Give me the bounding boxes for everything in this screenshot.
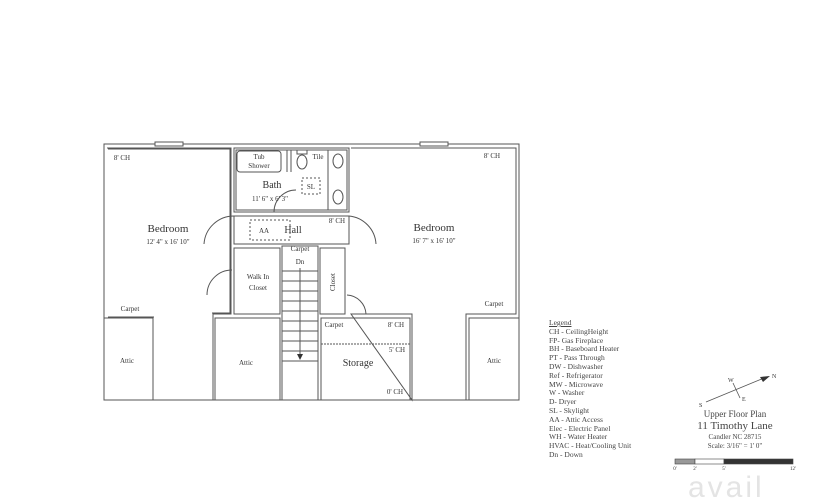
scale-tick: 0'	[673, 467, 677, 472]
scale-tick: 5'	[722, 467, 726, 472]
title-block: Upper Floor Plan 11 Timothy Lane Candler…	[665, 409, 805, 451]
sink	[332, 189, 344, 205]
door-swing	[206, 269, 233, 296]
legend-item: W - Washer	[549, 388, 585, 398]
legend: Legend CH - CeilingHeight FP- Gas Firepl…	[549, 318, 632, 460]
compass-arrow-icon	[760, 376, 770, 382]
compass-e: E	[742, 397, 746, 403]
stairs-down-label: Dn	[296, 258, 305, 266]
compass-w: W	[728, 378, 734, 384]
attic-right-wall	[468, 317, 520, 401]
legend-item: MW - Microwave	[549, 379, 604, 389]
door-swing	[348, 215, 377, 245]
closet-wall	[319, 247, 346, 315]
hall-floor: Carpet	[291, 245, 310, 253]
bedroom-left-ceiling: 8' CH	[114, 154, 130, 162]
legend-item: SL - Skylight	[549, 405, 590, 415]
toilet	[296, 154, 308, 170]
storage-ceiling-mid: 5' CH	[389, 346, 405, 354]
bedroom-right-size: 16' 7" x 16' 10"	[412, 237, 455, 245]
stairs	[281, 245, 319, 401]
compass-s: S	[699, 403, 702, 409]
compass-n: N	[772, 374, 777, 380]
legend-title: Legend	[549, 318, 572, 327]
hall-label: Hall	[284, 225, 301, 236]
stair-arrow-head	[297, 354, 303, 360]
attic-left-wall	[103, 317, 154, 401]
closet-label: Closet	[329, 273, 337, 291]
bath-size: 11' 6" x 6' 3"	[252, 195, 288, 203]
legend-item: HVAC - Heat/Cooling Unit	[549, 441, 632, 451]
tub-label-2: Shower	[248, 162, 270, 170]
door-swing	[203, 215, 235, 245]
toilet-tank	[296, 149, 308, 155]
attic-access-label: AA	[259, 227, 269, 235]
scale-label: Scale: 3/16" = 1' 0"	[707, 442, 763, 450]
hall-ceiling: 8' CH	[329, 217, 345, 225]
legend-item: WH - Water Heater	[549, 432, 608, 442]
window	[419, 141, 449, 147]
legend-item: Elec - Electric Panel	[549, 423, 611, 433]
legend-item: Ref - Refrigerator	[549, 370, 603, 380]
watermark-logo: avail	[688, 471, 765, 504]
legend-item: Dn - Down	[549, 449, 583, 459]
door-swing	[273, 189, 297, 213]
legend-item: D- Dryer	[549, 397, 577, 407]
storage-ceiling-low: 0' CH	[387, 388, 403, 396]
legend-item: AA - Attic Access	[549, 414, 603, 424]
legend-item: BH - Baseboard Heater	[549, 344, 620, 354]
attic-mid-label: Attic	[239, 359, 253, 367]
skylight-label: SL	[307, 183, 315, 191]
scale-tick: 2'	[693, 467, 697, 472]
attic-mid-wall	[214, 317, 281, 401]
storage-wall	[320, 317, 411, 401]
bedroom-right-wall	[350, 147, 517, 402]
address: 11 Timothy Lane	[697, 420, 773, 432]
tub	[236, 150, 282, 173]
skylight	[301, 177, 321, 195]
legend-item: PT - Pass Through	[549, 353, 605, 363]
attic-right-label: Attic	[487, 357, 501, 365]
scale-tick: 12'	[790, 467, 796, 472]
attic-access	[249, 219, 291, 241]
legend-item: DW - Dishwasher	[549, 361, 604, 371]
window	[154, 141, 184, 147]
bedroom-left-label: Bedroom	[148, 223, 189, 235]
bath-floor: Tile	[312, 153, 323, 161]
legend-item: FP- Gas Fireplace	[549, 335, 604, 345]
city: Candler NC 28715	[708, 433, 762, 441]
walk-in-closet-label-1: Walk In	[247, 273, 270, 281]
walk-in-closet-label-2: Closet	[249, 284, 267, 292]
bath-label: Bath	[263, 180, 282, 191]
bath-wall	[233, 147, 350, 213]
tub-label-1: Tub	[253, 153, 265, 161]
plan-name: Upper Floor Plan	[703, 409, 767, 419]
door-swing	[346, 294, 367, 315]
attic-left-label: Attic	[120, 357, 134, 365]
scale-bar: 0' 2' 5' 12'	[673, 458, 796, 472]
walk-in-closet-wall	[233, 247, 281, 315]
bedroom-left-size: 12' 4" x 16' 10"	[146, 238, 189, 246]
sink	[332, 153, 344, 169]
bedroom-right-ceiling: 8' CH	[484, 152, 500, 160]
legend-item: CH - CeilingHeight	[549, 326, 609, 336]
storage-label: Storage	[343, 358, 374, 369]
storage-ceiling-high: 8' CH	[388, 321, 404, 329]
compass: N S W E	[699, 374, 777, 409]
bedroom-right-label: Bedroom	[414, 222, 455, 234]
storage-floor: Carpet	[325, 321, 344, 329]
bedroom-right-floor: Carpet	[485, 300, 504, 308]
hall-wall	[233, 215, 350, 245]
bedroom-left-floor: Carpet	[121, 305, 140, 313]
